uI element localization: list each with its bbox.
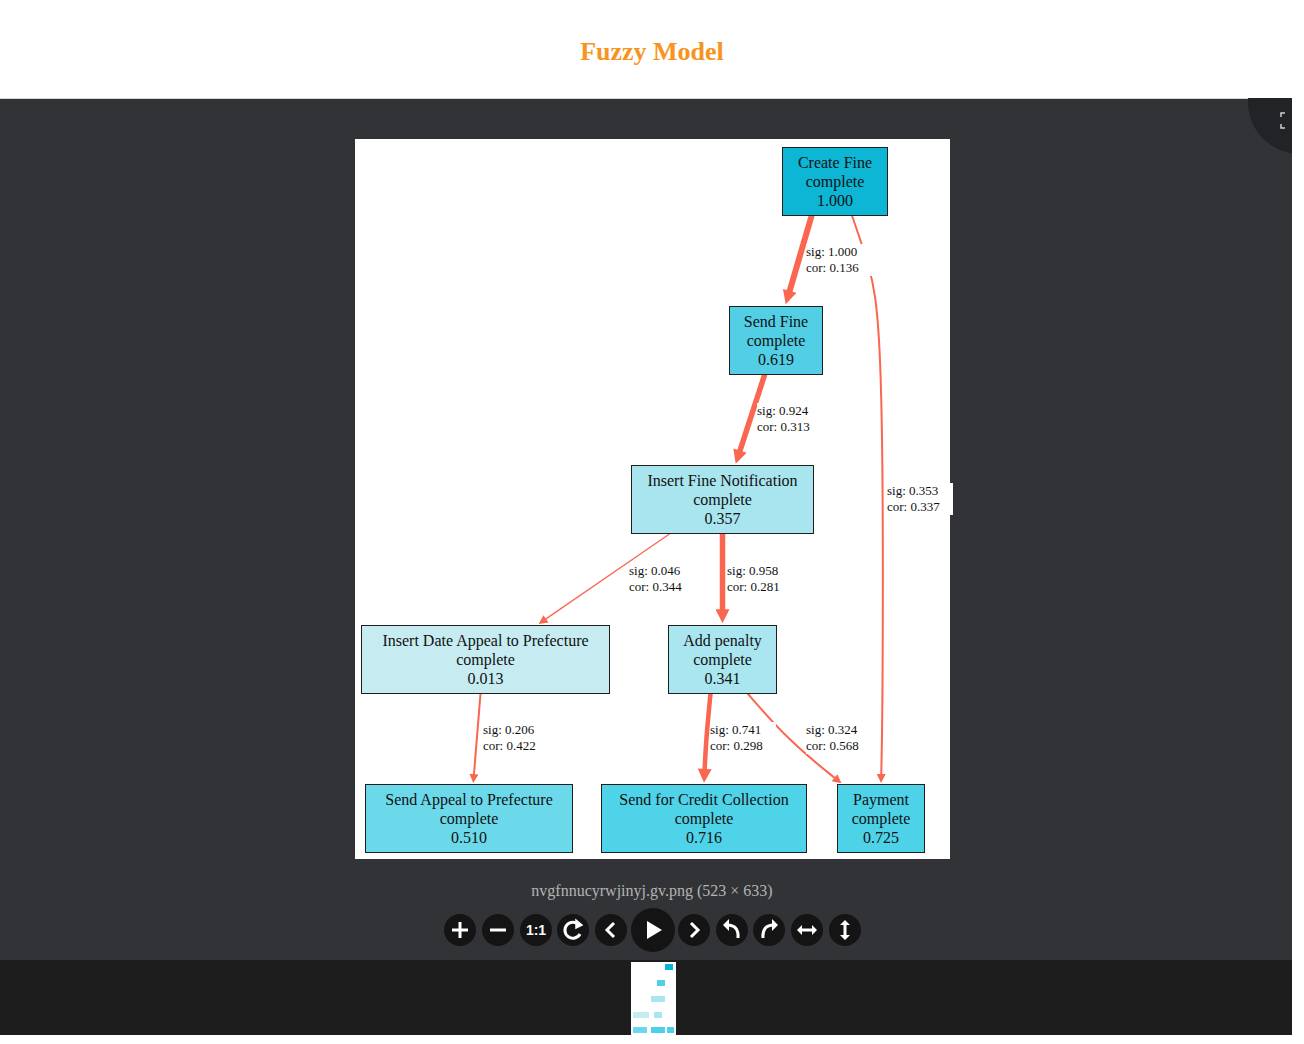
graph-image <box>355 139 950 859</box>
thumbnail <box>631 962 676 1035</box>
thumbnail-box <box>633 1012 649 1018</box>
significance-value: 0.510 <box>372 828 566 847</box>
activity-name: Insert Fine Notification complete <box>638 471 807 509</box>
thumbnail-box <box>667 1027 674 1033</box>
edge-metrics: sig: 1.000 cor: 0.136 <box>806 244 872 276</box>
minus-icon <box>490 929 506 932</box>
activity-box: Create Fine complete1.000 <box>782 147 888 216</box>
thumbnail-box <box>651 1027 665 1033</box>
activity-box: Send Appeal to Prefecture complete0.510 <box>365 784 573 853</box>
edge-metrics: sig: 0.741 cor: 0.298 <box>710 722 776 754</box>
activity-box: Add penalty complete0.341 <box>668 625 777 694</box>
edge-metrics: sig: 0.206 cor: 0.422 <box>483 722 549 754</box>
panel-edge <box>0 98 1292 99</box>
significance-value: 0.357 <box>638 509 807 528</box>
activity-name: Send for Credit Collection complete <box>608 790 800 828</box>
significance-value: 0.619 <box>736 350 816 369</box>
activity-box: Send for Credit Collection complete0.716 <box>601 784 807 853</box>
activity-name: Send Fine complete <box>736 312 816 350</box>
thumbnail-box <box>651 996 665 1002</box>
edge-metrics: sig: 0.958 cor: 0.281 <box>727 563 793 595</box>
rotate-left-arrowhead <box>723 919 729 931</box>
activity-box: Insert Fine Notification complete0.357 <box>631 465 814 534</box>
rotate-right-button <box>753 914 785 946</box>
play-button <box>631 908 675 952</box>
flip-horizontal-button <box>791 914 823 946</box>
page-title: Fuzzy Model <box>0 35 1304 69</box>
thumbnail-box <box>665 964 673 970</box>
significance-value: 0.725 <box>844 828 918 847</box>
plus-icon <box>452 922 468 938</box>
thumbnail-image <box>631 962 676 1035</box>
next-button <box>678 914 710 946</box>
activity-box: Payment complete0.725 <box>837 784 925 853</box>
thumbnail-box <box>633 1027 647 1033</box>
significance-value: 0.341 <box>675 669 770 688</box>
flow-arrow <box>852 216 883 779</box>
activity-name: Add penalty complete <box>675 631 770 669</box>
toolbar-button-label: 1:1 <box>526 921 546 939</box>
reset-arrowhead <box>576 920 582 928</box>
thumbnail-box <box>657 980 665 986</box>
significance-value: 0.716 <box>608 828 800 847</box>
activity-name: Send Appeal to Prefecture complete <box>372 790 566 828</box>
activity-name: Insert Date Appeal to Prefecture complet… <box>368 631 603 669</box>
edge-metrics: sig: 0.924 cor: 0.313 <box>757 403 823 435</box>
actual-size-button <box>520 914 552 946</box>
chevron-right-icon <box>691 923 698 937</box>
activity-name: Create Fine complete <box>789 153 881 191</box>
play-icon <box>647 921 662 939</box>
fullscreen-button <box>1248 98 1292 154</box>
fullscreen-icon <box>1281 113 1285 128</box>
activity-box: Insert Date Appeal to Prefecture complet… <box>361 625 610 694</box>
edge-metrics: sig: 0.046 cor: 0.344 <box>629 563 695 595</box>
reset-button <box>557 914 589 946</box>
zoom-in-button <box>444 914 476 946</box>
significance-value: 0.013 <box>368 669 603 688</box>
flow-arrow <box>720 534 726 615</box>
chevron-left-icon <box>607 923 614 937</box>
horizontal-arrowheads <box>797 925 817 935</box>
edge-metrics: sig: 0.324 cor: 0.568 <box>806 722 872 754</box>
thumbnail-box <box>654 1012 662 1018</box>
edge-metrics: sig: 0.353 cor: 0.337 <box>887 483 953 515</box>
viewer-panel <box>0 98 1292 960</box>
previous-button <box>595 914 627 946</box>
activity-name: Payment complete <box>844 790 918 828</box>
rotate-right-arrowhead <box>772 919 778 931</box>
image-caption: nvgfnnucyrwjinyj.gv.png (523 × 633) <box>352 881 952 901</box>
toolbar <box>444 908 861 952</box>
thumbnail-strip <box>0 960 1292 1035</box>
zoom-out-button <box>482 914 514 946</box>
activity-box: Send Fine complete0.619 <box>729 306 823 375</box>
flow-arrow <box>474 694 481 779</box>
vertical-arrowheads <box>840 920 850 940</box>
flip-vertical-button <box>829 914 861 946</box>
significance-value: 1.000 <box>789 191 881 210</box>
rotate-left-button <box>716 914 748 946</box>
